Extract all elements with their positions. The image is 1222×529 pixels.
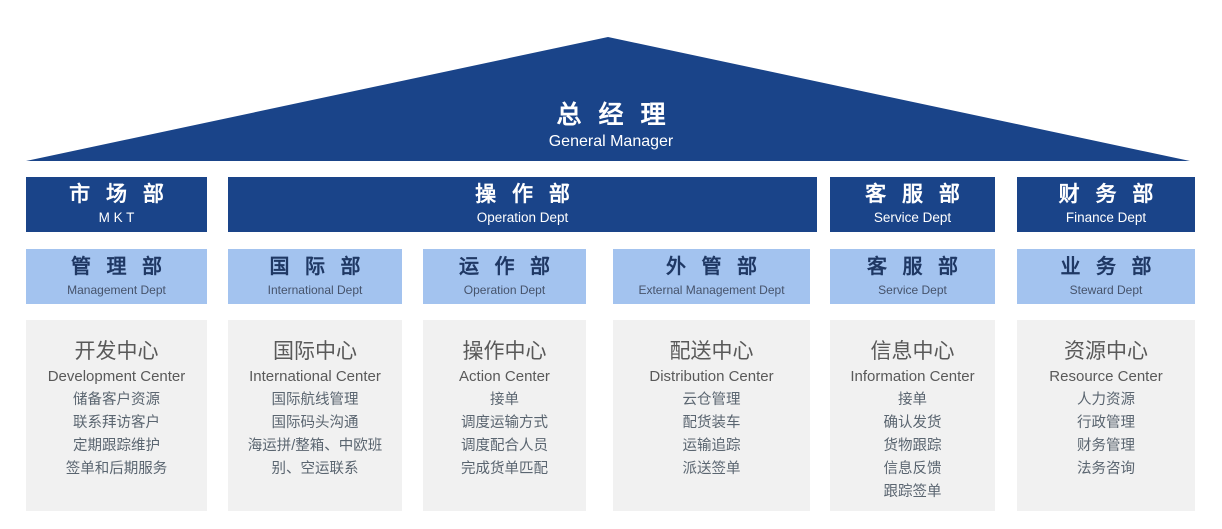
subdepartment-name-en: Steward Dept xyxy=(1069,283,1143,297)
subdepartment-box-international[interactable]: 国 际 部 International Dept xyxy=(228,249,402,304)
center-card-action[interactable]: 操作中心 Action Center 接单 调度运输方式 调度配合人员 完成货单… xyxy=(423,320,586,511)
center-item: 法务咨询 xyxy=(1077,461,1135,477)
center-title-en: Development Center xyxy=(47,368,186,385)
center-item-list: 储备客户资源 联系拜访客户 定期跟踪维护 签单和后期服务 xyxy=(26,389,207,481)
subdepartment-name-cn: 运 作 部 xyxy=(458,256,556,278)
center-item: 配货装车 xyxy=(682,415,741,431)
subdepartment-name-cn: 业 务 部 xyxy=(1060,256,1157,278)
center-item: 行政管理 xyxy=(1077,415,1135,431)
subdepartment-box-steward[interactable]: 业 务 部 Steward Dept xyxy=(1017,249,1195,304)
center-item: 人力资源 xyxy=(1077,392,1135,408)
center-item: 定期跟踪维护 xyxy=(73,438,160,454)
subdepartment-name-en: Operation Dept xyxy=(463,283,546,297)
center-item: 财务管理 xyxy=(1077,438,1135,454)
center-item: 云仓管理 xyxy=(682,392,741,408)
center-title-cn: 配送中心 xyxy=(669,340,754,363)
center-item: 接单 xyxy=(898,392,927,408)
center-item: 调度配合人员 xyxy=(461,438,548,454)
subdepartment-name-cn: 国 际 部 xyxy=(269,256,366,278)
center-card-international[interactable]: 国际中心 International Center 国际航线管理 国际码头沟通 … xyxy=(228,320,402,511)
center-title-cn: 开发中心 xyxy=(74,340,159,363)
center-item-list: 云仓管理 配货装车 运输追踪 派送签单 xyxy=(613,389,810,481)
center-item: 运输追踪 xyxy=(682,438,741,454)
center-item: 国际码头沟通 xyxy=(271,415,359,431)
subdepartment-box-external-management[interactable]: 外 管 部 External Management Dept xyxy=(613,249,810,304)
subdepartment-name-cn: 客 服 部 xyxy=(866,256,964,278)
center-title-cn: 资源中心 xyxy=(1064,340,1148,363)
department-name-cn: 客 服 部 xyxy=(865,183,965,206)
center-item: 调度运输方式 xyxy=(461,415,548,431)
center-card-distribution[interactable]: 配送中心 Distribution Center 云仓管理 配货装车 运输追踪 … xyxy=(613,320,810,511)
center-card-development[interactable]: 开发中心 Development Center 储备客户资源 联系拜访客户 定期… xyxy=(26,320,207,511)
center-item: 派送签单 xyxy=(682,461,741,477)
department-name-cn: 市 场 部 xyxy=(69,183,169,206)
center-title-cn: 操作中心 xyxy=(462,340,547,363)
center-title-en: International Center xyxy=(249,368,381,385)
center-item: 完成货单匹配 xyxy=(461,461,548,477)
department-box-mkt[interactable]: 市 场 部 M K T xyxy=(26,177,207,232)
center-title-en: Information Center xyxy=(850,368,975,385)
roof-triangle: 总 经 理 General Manager xyxy=(0,0,1222,170)
center-title-en: Resource Center xyxy=(1049,368,1163,385)
center-item: 接单 xyxy=(490,392,519,408)
department-box-operation[interactable]: 操 作 部 Operation Dept xyxy=(228,177,817,232)
center-item: 签单和后期服务 xyxy=(65,461,168,477)
subdepartment-name-en: Management Dept xyxy=(67,283,166,297)
center-item-list: 国际航线管理 国际码头沟通 海运拼/整箱、中欧班别、空运联系 xyxy=(228,389,402,481)
center-card-resource[interactable]: 资源中心 Resource Center 人力资源 行政管理 财务管理 法务咨询 xyxy=(1017,320,1195,511)
subdepartment-name-cn: 外 管 部 xyxy=(665,256,763,278)
center-item: 国际航线管理 xyxy=(271,392,359,408)
center-title-cn: 国际中心 xyxy=(273,340,357,363)
center-item: 联系拜访客户 xyxy=(73,415,160,431)
department-name-en: Operation Dept xyxy=(476,210,569,225)
subdepartment-name-cn: 管 理 部 xyxy=(70,256,168,278)
department-box-finance[interactable]: 财 务 部 Finance Dept xyxy=(1017,177,1195,232)
subdepartment-box-service[interactable]: 客 服 部 Service Dept xyxy=(830,249,995,304)
center-title-en: Distribution Center xyxy=(649,368,774,385)
center-item: 确认发货 xyxy=(883,415,942,431)
department-name-cn: 财 务 部 xyxy=(1058,183,1159,206)
center-item: 跟踪签单 xyxy=(883,484,942,500)
subdepartment-name-en: International Dept xyxy=(267,283,363,297)
subdepartment-box-management[interactable]: 管 理 部 Management Dept xyxy=(26,249,207,304)
center-item-list: 接单 确认发货 货物跟踪 信息反馈 跟踪签单 xyxy=(830,389,995,504)
department-box-service[interactable]: 客 服 部 Service Dept xyxy=(830,177,995,232)
center-item: 海运拼/整箱、中欧班别、空运联系 xyxy=(247,438,383,477)
center-item-list: 人力资源 行政管理 财务管理 法务咨询 xyxy=(1017,389,1195,481)
center-item-list: 接单 调度运输方式 调度配合人员 完成货单匹配 xyxy=(423,389,586,481)
center-item: 货物跟踪 xyxy=(883,438,942,454)
roof-triangle-shape xyxy=(26,37,1190,161)
center-title-en: Action Center xyxy=(459,368,550,385)
center-title-cn: 信息中心 xyxy=(870,340,955,363)
subdepartment-box-operation[interactable]: 运 作 部 Operation Dept xyxy=(423,249,586,304)
subdepartment-name-en: Service Dept xyxy=(878,283,947,297)
subdepartment-name-en: External Management Dept xyxy=(638,283,785,297)
department-name-en: Service Dept xyxy=(873,210,952,225)
center-item: 信息反馈 xyxy=(883,461,942,477)
department-name-cn: 操 作 部 xyxy=(475,183,575,206)
department-name-en: M K T xyxy=(98,210,135,225)
center-card-information[interactable]: 信息中心 Information Center 接单 确认发货 货物跟踪 信息反… xyxy=(830,320,995,511)
center-item: 储备客户资源 xyxy=(73,392,160,408)
department-name-en: Finance Dept xyxy=(1065,210,1147,225)
